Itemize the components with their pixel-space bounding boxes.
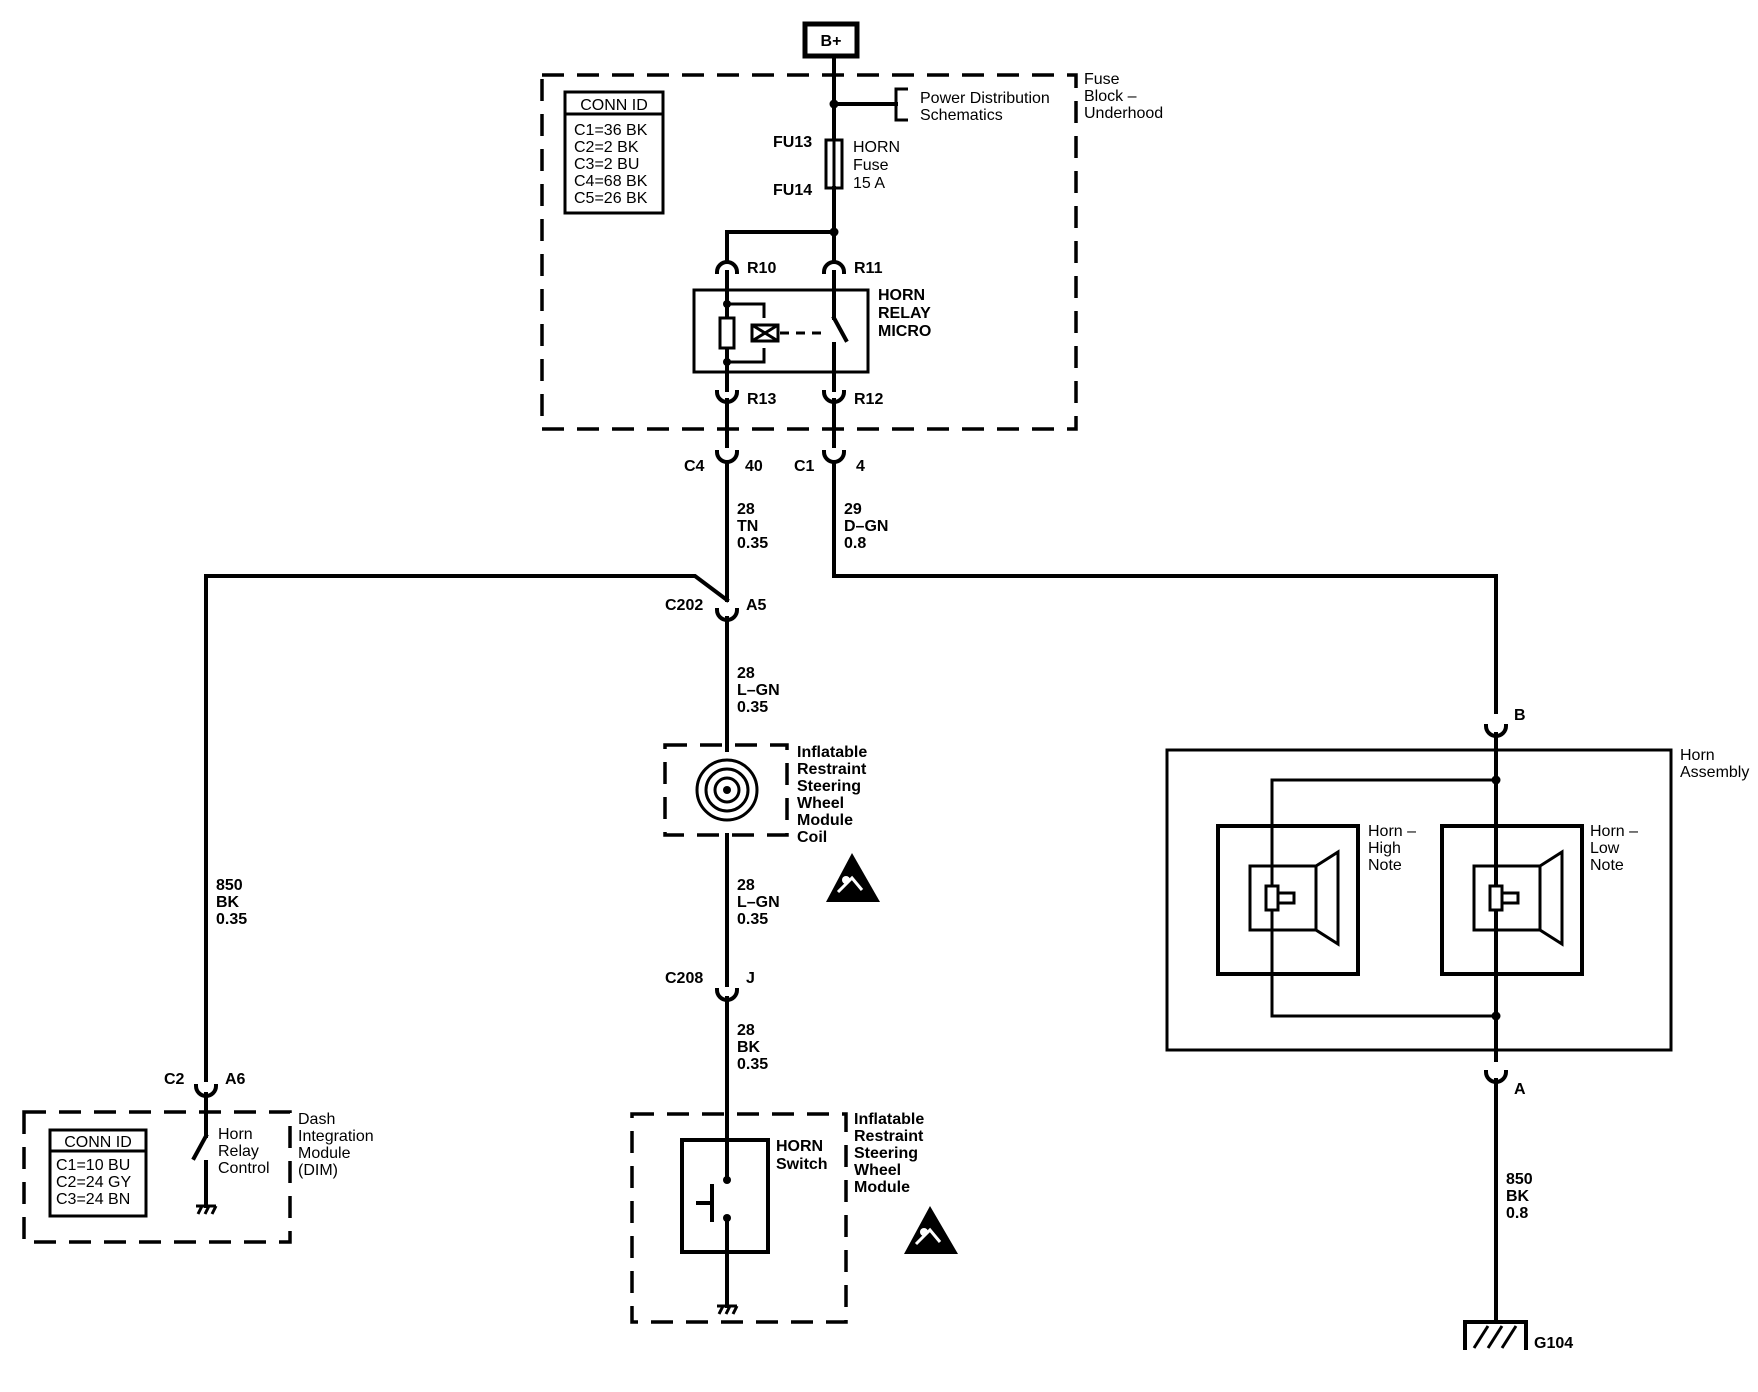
wire-l-gn-upper-label: 28 L–GN 0.35 xyxy=(737,665,784,716)
ground-icon xyxy=(717,1304,739,1315)
steering-wheel-module-outline xyxy=(630,1112,848,1324)
conn-id-row: C1=10 BU xyxy=(56,1157,130,1174)
horn-fuse-icon xyxy=(824,138,844,190)
wire-bk-switch-label: 28 BK 0.35 xyxy=(737,1022,768,1073)
connector-c4-pin-label: 40 xyxy=(745,458,763,475)
wire-l-gn-lower-label: 28 L–GN 0.35 xyxy=(737,877,784,928)
chassis-ground-icon xyxy=(1463,1320,1528,1350)
connector-c208-pin-label: J xyxy=(746,970,755,987)
horn-high-note-label: Horn – High Note xyxy=(1368,823,1420,874)
airbag-warning-icon xyxy=(904,1206,958,1254)
connector-c202-label: C202 xyxy=(665,597,703,614)
battery-positive-terminal: B+ xyxy=(802,21,860,59)
conn-id-row: C1=36 BK xyxy=(574,122,648,139)
wire-tn-label: 28 TN 0.35 xyxy=(737,501,768,552)
conn-id-row: C5=26 BK xyxy=(574,190,648,207)
horn-relay-icon xyxy=(692,270,870,392)
horn-switch-icon xyxy=(680,1138,770,1254)
conn-id-header: CONN ID xyxy=(64,1134,132,1151)
wire-horn-internal-loop xyxy=(1270,778,1496,1018)
horn-low-note-label: Horn – Low Note xyxy=(1590,823,1642,874)
dim-module-label: Dash Integration Module (DIM) xyxy=(298,1111,378,1179)
horn-high-note-speaker-icon xyxy=(1216,824,1360,976)
fuse-pin-out-label: FU14 xyxy=(773,182,812,199)
relay-pin-r11-label: R11 xyxy=(854,260,883,277)
ground-g104-label: G104 xyxy=(1534,1335,1573,1352)
relay-pin-r10-label: R10 xyxy=(747,260,776,277)
horn-fuse-label: HORN Fuse 15 A xyxy=(853,139,905,192)
connector-c2-label: C2 xyxy=(164,1071,185,1088)
wire-bk-dim-label: 850 BK 0.35 xyxy=(216,877,247,928)
clockspring-label: Inflatable Restraint Steering Wheel Modu… xyxy=(797,744,872,846)
conn-id-row: C3=24 BN xyxy=(56,1191,130,1208)
connector-c4-label: C4 xyxy=(684,458,705,475)
connector-icon-r10 xyxy=(714,260,740,275)
dim-conn-id-table: CONN ID C1=10 BU C2=24 GY C3=24 BN xyxy=(48,1128,148,1218)
power-distribution-reference: Power Distribution Schematics xyxy=(920,90,1054,124)
horn-low-note-speaker-icon xyxy=(1440,824,1584,976)
connector-c2-pin-label: A6 xyxy=(225,1071,246,1088)
wire-bk-dim xyxy=(204,574,730,1082)
conn-id-row: C2=2 BK xyxy=(574,139,639,156)
horn-relay-control-label: Horn Relay Control xyxy=(218,1126,270,1177)
connector-c202-pin-label: A5 xyxy=(746,597,767,614)
reference-bracket-icon xyxy=(894,87,908,122)
conn-id-row: C2=24 GY xyxy=(56,1174,131,1191)
relay-pin-r12-label: R12 xyxy=(854,391,883,408)
fuse-pin-in-label: FU13 xyxy=(773,134,812,151)
fuse-block-label: Fuse Block – Underhood xyxy=(1084,71,1163,122)
connector-c1-pin-label: 4 xyxy=(856,458,865,475)
wire-d-gn xyxy=(832,460,1498,714)
wire-fuse-to-r10 xyxy=(725,230,836,262)
horn-assembly-label: Horn Assembly xyxy=(1680,747,1749,781)
dim-module-outline xyxy=(22,1110,292,1244)
conn-id-header: CONN ID xyxy=(580,97,648,114)
horn-connector-b-label: B xyxy=(1514,707,1526,724)
fuse-block-outline xyxy=(540,73,1078,431)
airbag-warning-icon xyxy=(826,853,880,902)
horn-assembly-outline xyxy=(1165,748,1673,1052)
ground-icon xyxy=(196,1204,218,1215)
battery-positive-label: B+ xyxy=(821,33,842,50)
conn-id-row: C3=2 BU xyxy=(574,156,639,173)
conn-id-row: C4=68 BK xyxy=(574,173,648,190)
connector-c1-label: C1 xyxy=(794,458,815,475)
horn-switch-label: HORN Switch xyxy=(776,1138,828,1173)
horn-connector-a-label: A xyxy=(1514,1081,1526,1098)
horn-relay-control-switch-icon xyxy=(191,1092,209,1208)
connector-icon-r11 xyxy=(821,260,847,275)
relay-pin-r13-label: R13 xyxy=(747,391,776,408)
horn-relay-label: HORN RELAY MICRO xyxy=(878,287,935,340)
wire-d-gn-label: 29 D–GN 0.8 xyxy=(844,501,893,552)
connector-c208-label: C208 xyxy=(665,970,703,987)
steering-wheel-module-label: Inflatable Restraint Steering Wheel Modu… xyxy=(854,1111,929,1196)
fuse-block-conn-id-table: CONN ID C1=36 BK C2=2 BK C3=2 BU C4=68 B… xyxy=(563,90,665,215)
clockspring-icon xyxy=(695,758,759,822)
wire-bk-ground-label: 850 BK 0.8 xyxy=(1506,1171,1537,1222)
